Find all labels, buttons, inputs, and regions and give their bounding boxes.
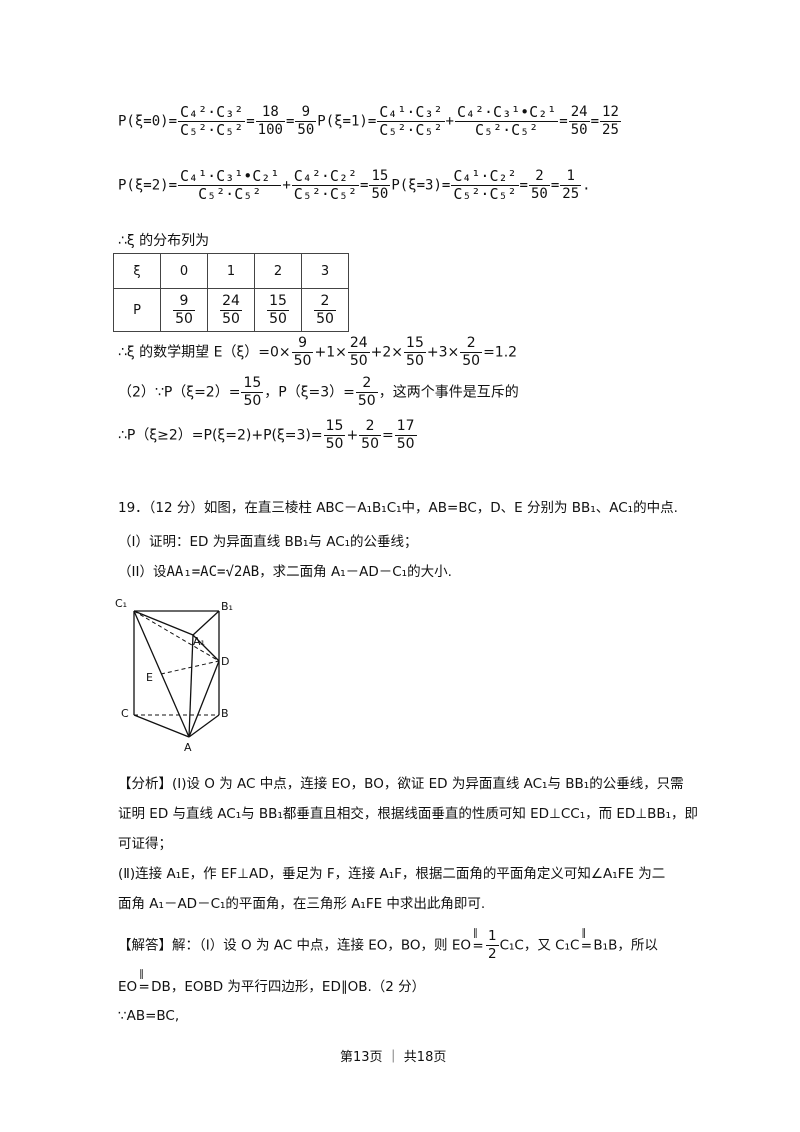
table-cell: 1	[207, 253, 255, 289]
answer-line-2: EO∥=DB，EOBD 为平行四边形，ED∥OB.（2 分）	[118, 969, 426, 995]
label-e: E	[146, 671, 153, 684]
table-cell: P	[113, 288, 161, 332]
analysis-line-3: 可证得；	[118, 836, 172, 852]
label-a: A	[184, 741, 192, 754]
label-b1: B₁	[221, 600, 233, 613]
question-19-part2: （II）设AA₁=AC=√2AB，求二面角 A₁－AD－C₁的大小.	[118, 564, 452, 580]
analysis-line-5: 面角 A₁－AD－C₁的平面角，在三角形 A₁FE 中求出此角即可.	[118, 896, 486, 912]
page-footer: 第13页 ｜ 共18页	[340, 1050, 447, 1065]
question-19-stem: 19．（12 分）如图，在直三棱柱 ABC－A₁B₁C₁中，AB=BC，D、E …	[118, 500, 678, 516]
label-d: D	[221, 655, 229, 668]
analysis-line-4: (Ⅱ)连接 A₁E，作 EF⊥AD，垂足为 F，连接 A₁F，根据二面角的平面角…	[118, 866, 666, 882]
analysis-line-1: 【分析】(Ⅰ)设 O 为 AC 中点，连接 EO，BO，欲证 ED 为异面直线 …	[118, 776, 684, 792]
label-a1: A₁	[193, 635, 205, 648]
eq-lhs: P(ξ=3)=	[391, 177, 451, 194]
table-row: ξ 0 1 2 3	[113, 253, 349, 289]
eq-lhs: P(ξ=0)=	[118, 113, 178, 130]
table-cell: 0	[160, 253, 208, 289]
analysis-line-2: 证明 ED 与直线 AC₁与 BB₁都垂直且相交，根据线面垂直的性质可知 ED⊥…	[118, 806, 699, 822]
table-cell: 2	[254, 253, 302, 289]
table-cell: ξ	[113, 253, 161, 289]
label-c: C	[121, 707, 129, 720]
distribution-heading: ∴ξ 的分布列为	[118, 233, 210, 249]
label-b: B	[221, 707, 229, 720]
prism-figure: C₁ B₁ A₁ D E C B A	[115, 597, 233, 754]
eq-lhs: P(ξ=2)=	[118, 177, 178, 194]
table-cell: 3	[301, 253, 349, 289]
label-c1: C₁	[115, 597, 127, 610]
eq-lhs: P(ξ=1)=	[317, 113, 377, 130]
question-19-part1: （I）证明：ED 为异面直线 BB₁与 AC₁的公垂线；	[118, 534, 418, 550]
answer-line-3: ∵AB=BC,	[118, 1008, 180, 1024]
